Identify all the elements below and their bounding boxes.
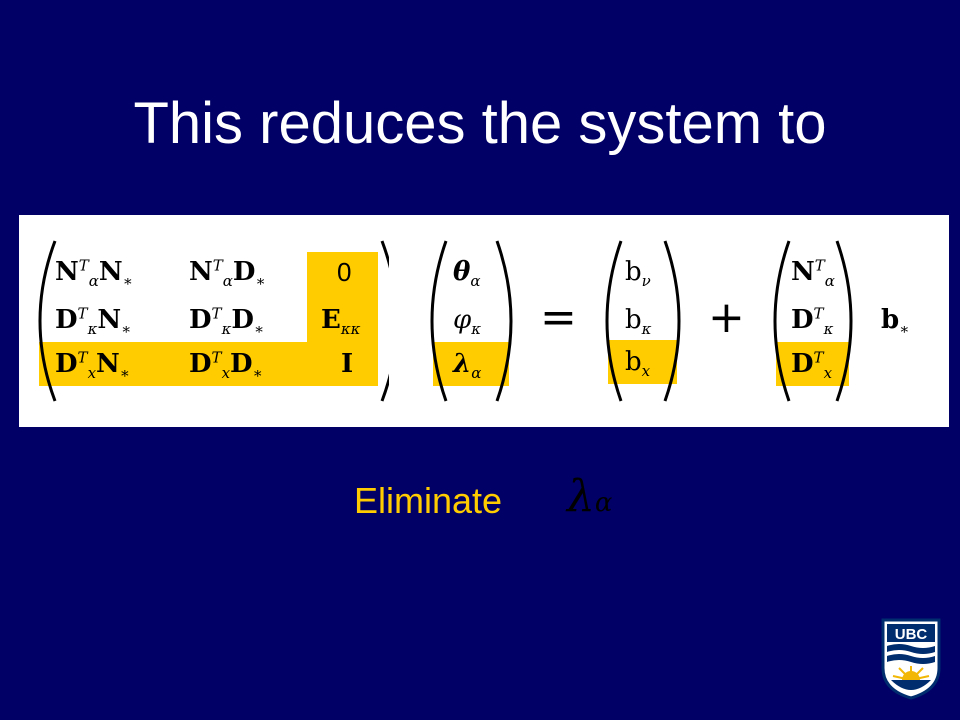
rhs-matrix-parentheses [773,240,853,402]
highlight-bx [608,340,677,384]
matrix-parentheses [38,240,389,402]
equals-sign: = [540,292,577,343]
unknown-phi: φκ [453,305,482,339]
m21: DTκN∗ [55,304,132,339]
unknowns-parentheses [430,240,513,402]
rhs-d-kappa: DTκ [791,304,834,339]
rhs-b-x: bx [625,347,651,381]
rhs-b-kappa: bκ [625,305,652,339]
highlight-last-row [39,342,378,386]
rhs-vector-parentheses [605,240,681,402]
rhs-n-alpha: NTα [791,256,835,291]
m23: Eκκ [321,305,361,339]
rhs-b-star: b∗ [881,305,910,339]
unknown-theta: θα [453,257,481,291]
eliminate-caption: Eliminate [354,480,503,521]
plus-sign: + [708,292,745,343]
rhs-b-nu: bν [625,257,651,291]
m12: NTαD∗ [189,256,266,291]
m32: DTxD∗ [189,348,263,383]
m31: DTxN∗ [55,348,130,383]
m33: I [341,349,354,379]
ubc-crest-logo: UBC [881,618,941,700]
equation-panel: NTαN∗ NTαD∗ 0 DTκN∗ DTκD∗ Eκκ DTxN∗ DTxD… [19,215,949,427]
highlight-dxt [776,342,849,386]
m11: NTαN∗ [55,256,133,291]
slide-title: This reduces the system to [133,91,827,156]
unknown-lambda: λα [453,349,482,383]
highlight-lambda [433,342,509,386]
eliminated-lambda: λα [567,471,629,523]
rhs-d-x: DTx [791,348,833,383]
svg-text:UBC: UBC [895,626,928,643]
m22: DTκD∗ [189,304,265,339]
m13: 0 [337,257,352,287]
